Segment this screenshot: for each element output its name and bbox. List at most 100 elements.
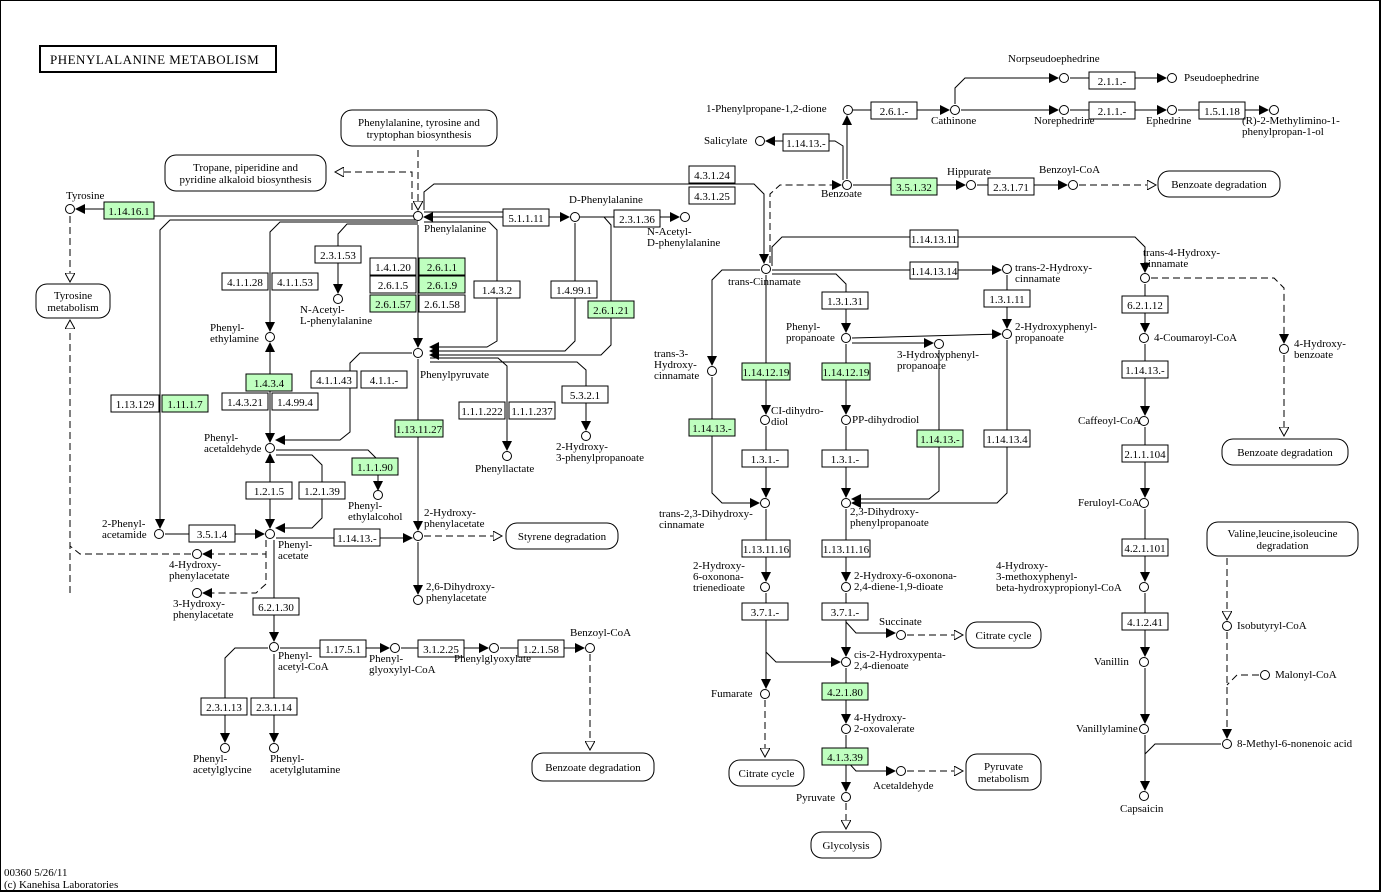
compound-node-icon[interactable]	[1139, 791, 1149, 801]
compound-phenylpyruvate[interactable]: Phenylpyruvate	[413, 348, 490, 382]
compound-node-icon[interactable]	[841, 792, 851, 802]
compound-node-icon[interactable]	[390, 643, 400, 653]
compound--r-2-methylimino-1-phenylpropan-1-ol[interactable]: (R)-2-Methylimino-1-phenylpropan-1-ol	[1242, 105, 1340, 139]
compound-node-icon[interactable]	[1059, 73, 1069, 83]
enzyme-box-1-4-3-21[interactable]: 1.4.3.21	[221, 392, 269, 411]
compound-node-icon[interactable]	[1222, 621, 1232, 631]
compound-n-acetyl-l-phenylalanine[interactable]: N-Acetyl-L-phenylalanine	[300, 294, 372, 328]
enzyme-box-2-1-1--[interactable]: 2.1.1.-	[1088, 101, 1136, 120]
compound-node-icon[interactable]	[841, 333, 851, 343]
enzyme-box-3-7-1--[interactable]: 3.7.1.-	[821, 602, 869, 621]
enzyme-box-1-3-1-11[interactable]: 1.3.1.11	[983, 289, 1031, 308]
enzyme-box-1-14-13--[interactable]: 1.14.13.-	[782, 133, 830, 152]
enzyme-box-5-3-2-1[interactable]: 5.3.2.1	[561, 385, 609, 404]
enzyme-box-4-1-1-43[interactable]: 4.1.1.43	[310, 370, 358, 389]
enzyme-box-3-1-2-25[interactable]: 3.1.2.25	[417, 639, 465, 658]
map-link-benzoate-degradation[interactable]: Benzoate degradation	[1221, 438, 1349, 466]
enzyme-box-1-13-11-27[interactable]: 1.13.11.27	[394, 419, 444, 438]
enzyme-box-2-6-1-58[interactable]: 2.6.1.58	[418, 294, 466, 313]
compound-node-icon[interactable]	[1269, 105, 1279, 115]
compound-cis-2-hydroxypenta-2-4-dienoate[interactable]: cis-2-Hydroxypenta-2,4-dienoate	[841, 649, 946, 672]
compound-node-icon[interactable]	[413, 531, 423, 541]
compound-node-icon[interactable]	[570, 212, 580, 222]
compound-node-icon[interactable]	[1059, 105, 1069, 115]
compound-phenylalanine[interactable]: Phenylalanine	[413, 211, 487, 236]
compound-node-icon[interactable]	[1002, 264, 1012, 274]
compound-cathinone[interactable]: Cathinone	[931, 105, 976, 128]
compound-pp-dihydrodiol[interactable]: PP-dihydrodiol	[841, 414, 920, 426]
enzyme-box-2-1-1-104[interactable]: 2.1.1.104	[1121, 444, 1169, 463]
compound-node-icon[interactable]	[843, 105, 853, 115]
compound-node-icon[interactable]	[1167, 105, 1177, 115]
enzyme-box-6-2-1-12[interactable]: 6.2.1.12	[1121, 295, 1169, 314]
enzyme-box-1-2-1-39[interactable]: 1.2.1.39	[298, 481, 346, 500]
compound-tyrosine[interactable]: Tyrosine	[65, 190, 105, 214]
map-link-benzoate-degradation[interactable]: Benzoate degradation	[1157, 170, 1281, 198]
compound-4-hydroxy-2-oxovalerate[interactable]: 4-Hydroxy-2-oxovalerate	[841, 712, 915, 735]
enzyme-box-3-5-1-4[interactable]: 3.5.1.4	[188, 524, 236, 543]
compound-node-icon[interactable]	[842, 180, 852, 190]
compound-2-6-dihydroxy-phenylacetate[interactable]: 2,6-Dihydroxy-phenylacetate	[413, 581, 496, 605]
compound-trans-2-hydroxy-cinnamate[interactable]: trans-2-Hydroxy-cinnamate	[1002, 262, 1093, 285]
compound-2-hydroxy-6-oxonona-trienedioate[interactable]: 2-Hydroxy-6-oxonona-trienedioate	[693, 560, 770, 594]
compound-phenyl-glyoxylyl-coa[interactable]: Phenyl-glyoxylyl-CoA	[369, 643, 436, 677]
compound-node-icon[interactable]	[760, 498, 770, 508]
enzyme-box-1-3-1--[interactable]: 1.3.1.-	[821, 449, 869, 468]
compound-phenyl-acetylglycine[interactable]: Phenyl-acetylglycine	[193, 743, 252, 777]
compound-pseudoephedrine[interactable]: Pseudoephedrine	[1167, 72, 1260, 84]
compound-node-icon[interactable]	[934, 339, 944, 349]
enzyme-box-4-1-1--[interactable]: 4.1.1.-	[360, 370, 408, 389]
enzyme-box-2-6-1--[interactable]: 2.6.1.-	[870, 101, 918, 120]
map-link-citrate-cycle[interactable]: Citrate cycle	[965, 621, 1042, 649]
enzyme-box-3-5-1-32[interactable]: 3.5.1.32	[890, 177, 938, 196]
enzyme-box-1-14-13--[interactable]: 1.14.13.-	[1121, 360, 1169, 379]
compound-node-icon[interactable]	[413, 348, 423, 358]
enzyme-box-1-1-1-222[interactable]: 1.1.1.222	[458, 401, 506, 420]
enzyme-box-1-14-13--[interactable]: 1.14.13.-	[916, 429, 964, 448]
compound-benzoyl-coa[interactable]: Benzoyl-CoA	[570, 627, 631, 653]
enzyme-box-1-3-1--[interactable]: 1.3.1.-	[741, 449, 789, 468]
compound-phenyllactate[interactable]: Phenyllactate	[475, 451, 534, 476]
compound-node-icon[interactable]	[1139, 333, 1149, 343]
compound-node-icon[interactable]	[265, 443, 275, 453]
compound-trans-4-hydroxy-cinnamate[interactable]: trans-4-Hydroxy-cinnamate	[1140, 247, 1221, 283]
compound-phenyl-acetate[interactable]: Phenyl-acetate	[265, 529, 313, 563]
compound-node-icon[interactable]	[950, 105, 960, 115]
compound-node-icon[interactable]	[1222, 739, 1232, 749]
enzyme-box-2-6-1-57[interactable]: 2.6.1.57	[369, 294, 417, 313]
enzyme-box-1-11-1-7[interactable]: 1.11.1.7	[161, 394, 209, 413]
compound-node-icon[interactable]	[841, 724, 851, 734]
compound-2-hydroxyphenyl-propanoate[interactable]: 2-Hydroxyphenyl-propanoate	[1002, 321, 1098, 344]
enzyme-box-1-13-11-16[interactable]: 1.13.11.16	[821, 539, 871, 558]
enzyme-box-5-1-1-11[interactable]: 5.1.1.11	[502, 208, 550, 227]
enzyme-box-4-1-1-53[interactable]: 4.1.1.53	[271, 272, 319, 291]
compound-node-icon[interactable]	[841, 498, 851, 508]
compound-node-icon[interactable]	[1167, 73, 1177, 83]
map-link-styrene-degradation[interactable]: Styrene degradation	[505, 522, 619, 550]
compound-phenyl-acetylglutamine[interactable]: Phenyl-acetylglutamine	[269, 743, 341, 777]
enzyme-box-4-2-1-80[interactable]: 4.2.1.80	[821, 682, 869, 701]
compound-node-icon[interactable]	[761, 264, 771, 274]
compound-2-3-dihydroxy-phenylpropanoate[interactable]: 2,3-Dihydroxy-phenylpropanoate	[841, 498, 929, 530]
compound-node-icon[interactable]	[760, 689, 770, 699]
enzyme-box-2-6-1-9[interactable]: 2.6.1.9	[418, 275, 466, 294]
compound-node-icon[interactable]	[1139, 498, 1149, 508]
compound-node-icon[interactable]	[373, 490, 383, 500]
compound-node-icon[interactable]	[269, 743, 279, 753]
enzyme-box-1-1-1-237[interactable]: 1.1.1.237	[508, 401, 556, 420]
compound-node-icon[interactable]	[269, 642, 279, 652]
compound-acetaldehyde[interactable]: Acetaldehyde	[873, 766, 934, 793]
compound-phenyl-acetyl-coa[interactable]: Phenyl-acetyl-CoA	[269, 642, 329, 674]
compound-phenyl-propanoate[interactable]: Phenyl-propanoate	[786, 321, 851, 344]
enzyme-box-4-1-1-28[interactable]: 4.1.1.28	[221, 272, 269, 291]
compound-node-icon[interactable]	[841, 582, 851, 592]
compound-node-icon[interactable]	[265, 332, 275, 342]
compound-node-icon[interactable]	[413, 211, 423, 221]
compound-4-hydroxy-phenylacetate[interactable]: 4-Hydroxy-phenylacetate	[169, 549, 230, 583]
compound-norephedrine[interactable]: Norephedrine	[1034, 105, 1095, 128]
compound-node-icon[interactable]	[1139, 582, 1149, 592]
compound-node-icon[interactable]	[65, 204, 75, 214]
